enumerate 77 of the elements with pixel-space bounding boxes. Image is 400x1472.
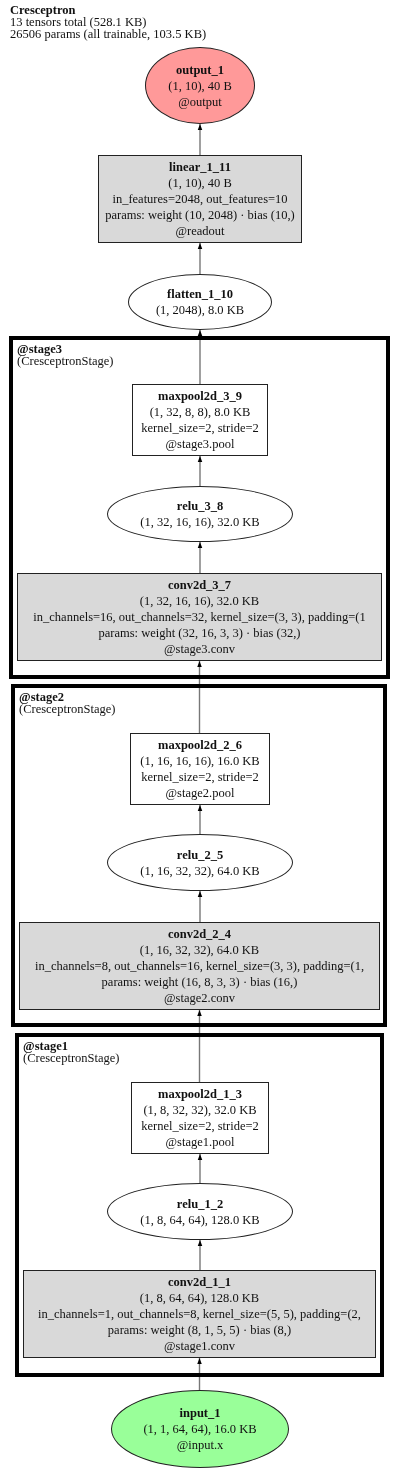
node-detail: @output [178, 93, 222, 110]
node-title: input_1 [179, 1405, 221, 1421]
layer-box [130, 733, 270, 805]
arrow [197, 1357, 202, 1391]
node-title: linear_1_11 [169, 159, 231, 175]
node-title: flatten_1_10 [167, 286, 233, 302]
cluster-title: @stage2 [19, 691, 64, 703]
node-title: relu_1_2 [176, 1195, 224, 1212]
node-detail: (1, 8, 64, 64), 128.0 KB [140, 1211, 260, 1228]
diagram-title: Cresceptron [10, 4, 77, 16]
arrow [197, 242, 203, 275]
layer-box [132, 384, 268, 456]
node-detail: (1, 10), 40 B [168, 77, 232, 94]
arrow [197, 123, 203, 156]
node-detail: kernel_size=2, stride=2 [141, 420, 259, 436]
summary-text: 13 tensors total (528.1 KB) [10, 16, 147, 28]
cluster-title: @stage1 [23, 1040, 68, 1052]
node-detail: (1, 16, 32, 32), 64.0 KB [139, 942, 260, 958]
cluster-subtitle: (CresceptronStage) [19, 703, 116, 715]
node-detail: (1, 1, 64, 64), 16.0 KB [143, 1421, 257, 1437]
arrow [197, 1009, 202, 1083]
node-detail: @stage1.pool [165, 1134, 235, 1150]
node-detail: params: weight (10, 2048) · bias (10,) [105, 207, 295, 223]
node-detail: (1, 2048), 8.0 KB [155, 302, 245, 318]
layer-box [19, 922, 380, 1010]
arrow [197, 455, 203, 487]
node-detail: kernel_size=2, stride=2 [141, 1118, 259, 1134]
layer-box [23, 1270, 376, 1358]
arrow [197, 329, 203, 385]
summary-text: 26506 params (all trainable, 103.5 KB) [10, 28, 207, 40]
node-title: output_1 [176, 61, 224, 78]
node-detail: @input.x [176, 1437, 224, 1453]
node-detail: in_channels=16, out_channels=32, kernel_size=(3, 3), padding=(1 [33, 609, 366, 625]
node-detail: in_features=2048, out_features=10 [112, 191, 288, 207]
node-detail: in_channels=1, out_channels=8, kernel_size=(5, 5), padding=(2, [38, 1306, 361, 1322]
node-detail: kernel_size=2, stride=2 [141, 769, 259, 785]
node-detail: @stage3.pool [165, 436, 235, 452]
node-title: relu_3_8 [176, 498, 224, 514]
node-detail: in_channels=8, out_channels=16, kernel_size=(3, 3), padding=(1, [34, 958, 365, 974]
node-title: relu_2_5 [176, 846, 224, 863]
node-detail: (1, 16, 16, 16), 16.0 KB [140, 753, 260, 769]
node-detail: (1, 16, 32, 32), 64.0 KB [140, 862, 260, 879]
arrow [197, 1239, 203, 1271]
node-detail: @stage1.conv [164, 1338, 235, 1354]
node-detail: @stage2.pool [165, 785, 235, 801]
node-detail: params: weight (16, 8, 3, 3) · bias (16,) [101, 974, 298, 990]
arrow [197, 541, 203, 574]
node-detail: @stage3.conv [164, 641, 235, 657]
node-detail: params: weight (8, 1, 5, 5) · bias (8,) [107, 1322, 292, 1338]
node-title: maxpool2d_3_9 [157, 388, 242, 404]
cluster-subtitle: (CresceptronStage) [17, 355, 114, 367]
node-detail: (1, 32, 16, 16), 32.0 KB [140, 514, 260, 530]
node-detail: (1, 32, 8, 8), 8.0 KB [149, 404, 251, 420]
node-title: conv2d_1_1 [167, 1274, 232, 1290]
node-title: conv2d_3_7 [167, 577, 232, 593]
layer-box [17, 573, 382, 661]
module-cluster [11, 684, 387, 1027]
arrow [197, 660, 202, 734]
node-detail: (1, 10), 40 B [168, 175, 232, 191]
node-title: conv2d_2_4 [167, 926, 232, 942]
node-detail: @readout [175, 223, 225, 239]
layer-box [131, 1082, 269, 1154]
arrow [197, 1153, 203, 1184]
layer-box [98, 155, 302, 243]
cluster-subtitle: (CresceptronStage) [23, 1052, 120, 1064]
node-detail: (1, 32, 16, 16), 32.0 KB [139, 593, 260, 609]
cluster-title: @stage3 [17, 343, 62, 355]
node-detail: @stage2.conv [164, 990, 235, 1006]
node-title: maxpool2d_2_6 [157, 737, 242, 753]
node-detail: (1, 8, 32, 32), 32.0 KB [143, 1102, 257, 1118]
module-cluster [9, 336, 390, 679]
module-cluster [15, 1033, 384, 1377]
arrow [197, 804, 203, 835]
node-detail: params: weight (32, 16, 3, 3) · bias (32,) [98, 625, 301, 641]
node-detail: (1, 8, 64, 64), 128.0 KB [139, 1290, 260, 1306]
arrow [197, 890, 203, 923]
node-title: maxpool2d_1_3 [157, 1086, 242, 1102]
